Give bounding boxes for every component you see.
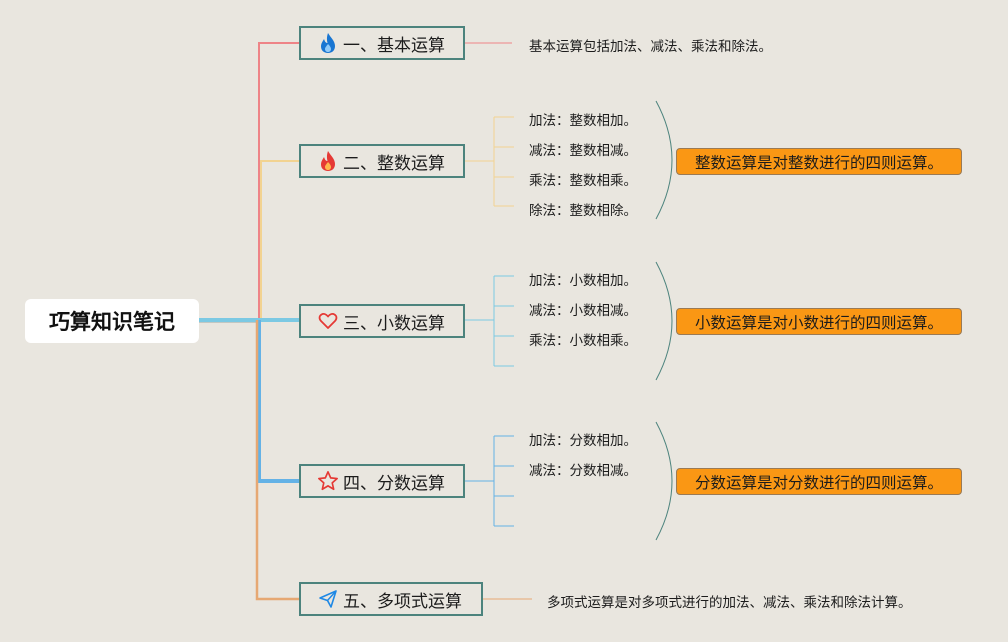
summary-topic[interactable]: 分数运算是对分数进行的四则运算。 — [676, 468, 962, 495]
branch-2-subtree — [464, 116, 514, 207]
summary-label: 整数运算是对整数进行的四则运算。 — [694, 153, 943, 172]
branch-3-subtree — [464, 275, 514, 367]
summary-brace-2 — [655, 100, 673, 220]
branch-label: 二、整数运算 — [343, 153, 445, 174]
branch-1-connector — [258, 42, 299, 321]
summary-topic[interactable]: 整数运算是对整数进行的四则运算。 — [676, 148, 962, 175]
branch-topic-basic[interactable]: 一、基本运算 — [299, 26, 465, 60]
branch-note: 多项式运算是对多项式进行的加法、减法、乘法和除法计算。 — [547, 595, 912, 611]
list-item: 加法：小数相加。 — [529, 273, 637, 289]
branch-note: 基本运算包括加法、减法、乘法和除法。 — [529, 39, 772, 55]
branch-2-connector — [260, 160, 299, 321]
branch-4-subtree — [464, 435, 514, 527]
branch-topic-fraction[interactable]: 四、分数运算 — [299, 464, 465, 498]
branch-label: 三、小数运算 — [343, 313, 445, 334]
list-item: 加法：分数相加。 — [529, 433, 637, 449]
branch-label: 一、基本运算 — [343, 35, 445, 56]
branch-5-connector — [255, 320, 299, 601]
star-icon — [317, 470, 339, 492]
summary-label: 小数运算是对小数进行的四则运算。 — [694, 313, 943, 332]
root-title: 巧算知识笔记 — [49, 310, 175, 334]
branch-topic-integer[interactable]: 二、整数运算 — [299, 144, 465, 178]
branch-label: 五、多项式运算 — [343, 591, 462, 612]
list-item: 乘法：整数相乘。 — [529, 173, 637, 189]
summary-label: 分数运算是对分数进行的四则运算。 — [694, 473, 943, 492]
list-item: 加法：整数相加。 — [529, 113, 637, 129]
list-item: 减法：分数相减。 — [529, 463, 637, 479]
paper-plane-icon — [317, 588, 339, 610]
branch-label: 四、分数运算 — [343, 473, 445, 494]
list-item: 减法：小数相减。 — [529, 303, 637, 319]
summary-topic[interactable]: 小数运算是对小数进行的四则运算。 — [676, 308, 962, 335]
list-item: 减法：整数相减。 — [529, 143, 637, 159]
list-item: 乘法：小数相乘。 — [529, 333, 637, 349]
list-item: 除法：整数相除。 — [529, 203, 637, 219]
summary-brace-4 — [655, 421, 673, 541]
branch-4-connector — [257, 320, 299, 483]
fire-icon — [317, 32, 339, 54]
summary-brace-3 — [655, 261, 673, 381]
heart-icon — [317, 310, 339, 332]
branch-topic-decimal[interactable]: 三、小数运算 — [299, 304, 465, 338]
branch-topic-polynomial[interactable]: 五、多项式运算 — [299, 582, 483, 616]
root-topic[interactable]: 巧算知识笔记 — [25, 299, 199, 343]
fire-icon — [317, 150, 339, 172]
